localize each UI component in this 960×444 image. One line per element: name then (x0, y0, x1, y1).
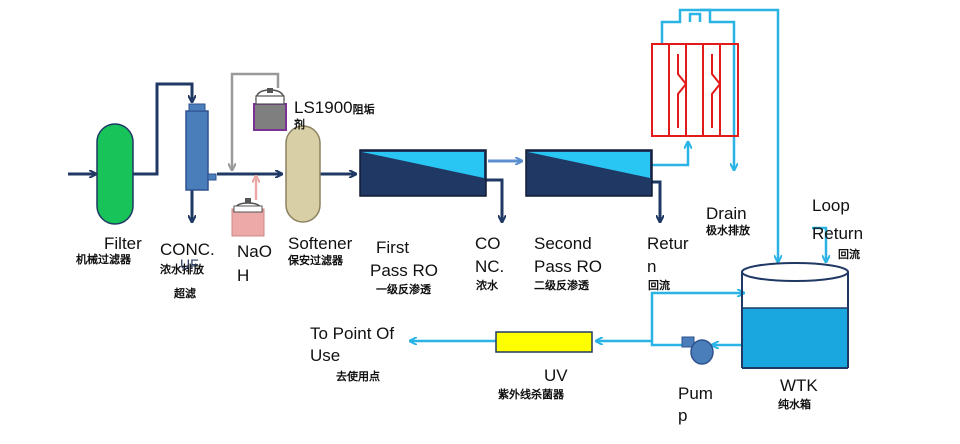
naoh-dosing-tank (231, 176, 265, 237)
drain-cn-label: 极水排放 (706, 224, 750, 237)
edi-product-pipe (714, 20, 736, 44)
wtk-tank (741, 262, 849, 369)
conc-cn-label-2: 浓水 (476, 279, 498, 292)
loop-return-cn-label: 回流 (838, 248, 860, 261)
uf-module (185, 103, 217, 191)
cyan-pipes (410, 8, 826, 347)
conc-label-1: CONC. (160, 240, 215, 259)
return-cn-label: 回流 (648, 279, 670, 292)
point-of-use-label-line2: Use (310, 346, 341, 365)
softener-vessel (285, 125, 321, 223)
conc-label-2-line2: NC. (475, 257, 505, 276)
first-pass-ro-membrane (359, 149, 487, 197)
return-label-line2: n (647, 257, 657, 276)
loop-return-label-line2: Return (812, 224, 864, 243)
pump-label-line1: Pum (678, 384, 713, 403)
uv-sterilizer (495, 331, 593, 353)
edi-to-wtk-pipe (700, 8, 778, 262)
filter-label: Filter (104, 234, 142, 253)
naoh-label-line2: H (237, 266, 250, 285)
softener-cn-label: 保安过滤器 (288, 254, 343, 267)
second-ro-label-line2: Pass RO (534, 257, 603, 276)
edi-module (651, 43, 739, 137)
antiscalant-dosing-tank (253, 88, 287, 131)
antiscalant-line (232, 72, 280, 170)
edi-top-loop-inner (688, 12, 702, 22)
softener-label: Softener (288, 234, 353, 253)
second-ro-label-line1: Second (534, 234, 592, 253)
filter-to-uf-pipe (133, 82, 192, 176)
wtk-label: WTK (780, 376, 818, 395)
second-ro-cn-label: 二级反渗透 (534, 279, 589, 292)
uf-label: UF (180, 256, 199, 272)
ro2-return-pipe (652, 180, 660, 222)
drain-label: Drain (706, 204, 747, 223)
pump-label-line2: p (678, 406, 688, 425)
ro1-conc-pipe (486, 178, 502, 222)
first-ro-label-line2: Pass RO (370, 261, 439, 280)
antiscalant-label: LS1900阻垢 (294, 98, 375, 118)
naoh-label-line1: NaO (237, 242, 272, 261)
conc-cn-label-1: 浓水排放 (160, 263, 204, 276)
filter-vessel (96, 123, 134, 225)
uv-label: UV (544, 366, 568, 385)
conc-label-2-line1: CO (475, 234, 501, 253)
antiscalant-en: LS1900 (294, 98, 353, 117)
navy-pipes (68, 82, 660, 222)
antiscalant-cn-2: 剂 (294, 118, 305, 131)
antiscalant-cn-1: 阻垢 (352, 103, 375, 116)
point-of-use-cn-label: 去使用点 (336, 370, 380, 383)
uf-cn-label: 超滤 (174, 287, 196, 300)
return-label-line1: Retur (647, 234, 689, 253)
first-ro-label-line1: First (376, 238, 410, 257)
edi-top-loop (660, 8, 714, 44)
ro2-to-edi-pipe (652, 142, 688, 167)
loop-return-label-line1: Loop (812, 196, 850, 215)
wtk-cn-label: 纯水箱 (778, 398, 811, 411)
first-ro-cn-label: 一级反渗透 (376, 283, 431, 296)
filter-cn-label: 机械过滤器 (76, 253, 131, 266)
point-of-use-label-line1: To Point Of (310, 324, 395, 343)
second-pass-ro-membrane (525, 149, 653, 197)
pump (681, 336, 714, 365)
pump-to-uv-pipe (650, 293, 744, 347)
uv-cn-label: 紫外线杀菌器 (498, 388, 564, 401)
loop-return-pipe (812, 226, 826, 262)
